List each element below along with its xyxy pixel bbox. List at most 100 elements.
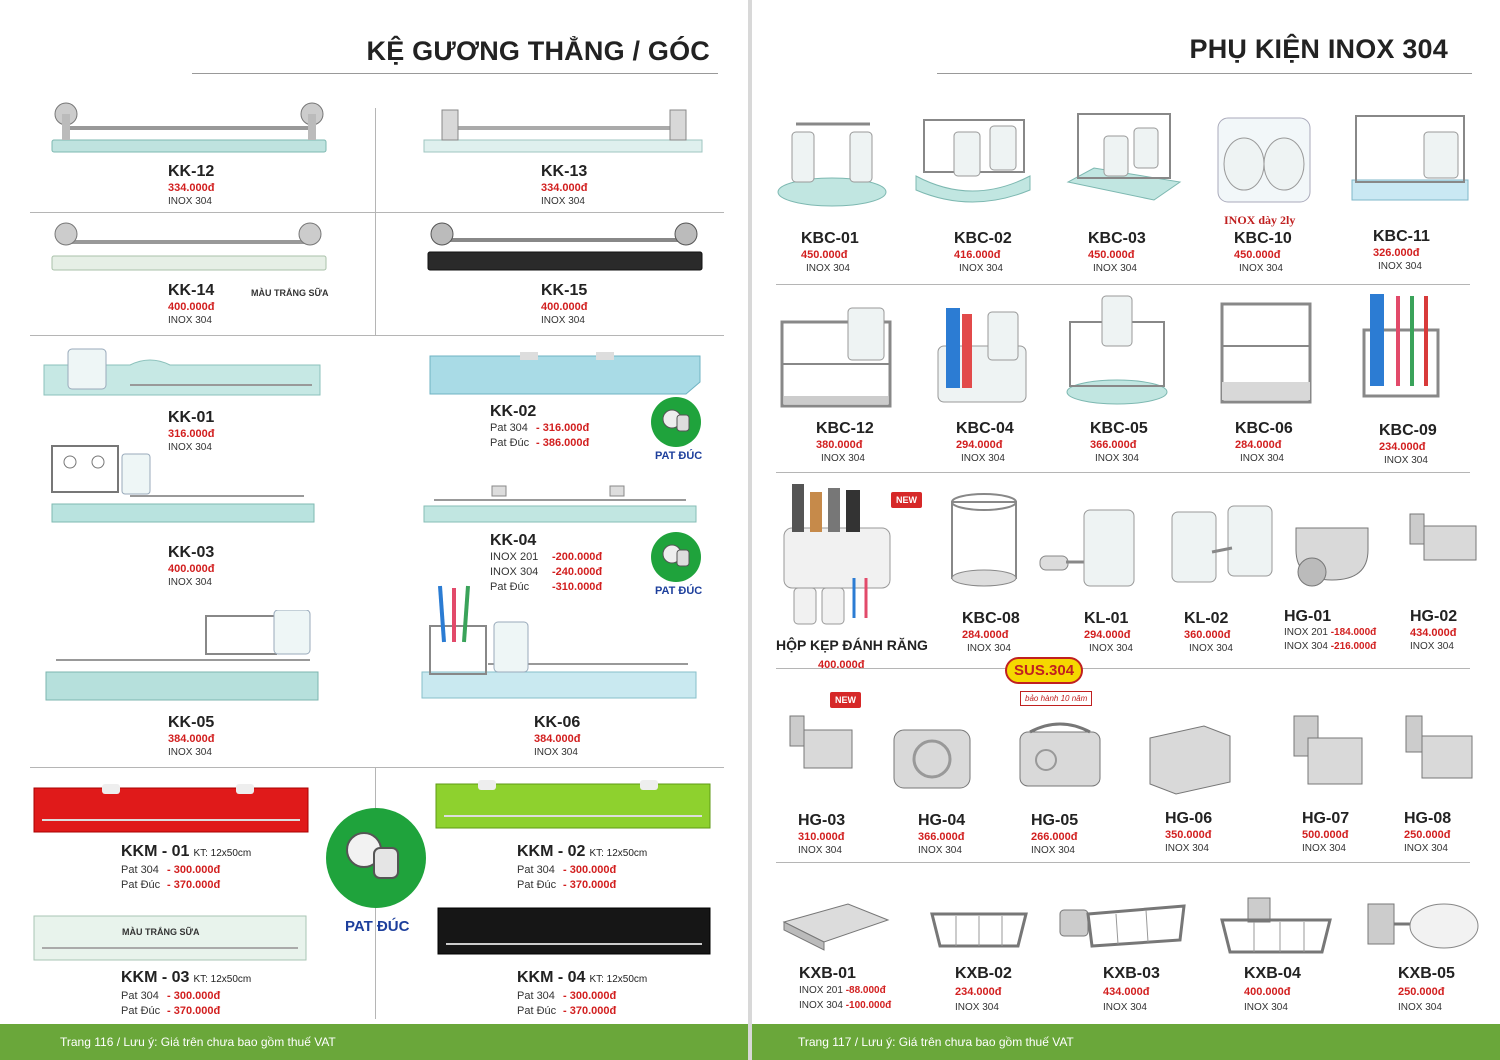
footer-text: Trang 117 / Lưu ý: Giá trên chưa bao gồm…	[798, 1035, 1074, 1049]
product-hg-03: HG-03 310.000đ INOX 304	[798, 812, 846, 856]
product-kk-05: KK-05 384.000đ INOX 304	[168, 714, 215, 758]
toothbrush-holder-image	[1362, 294, 1440, 398]
glass-shelf-holder-image	[45, 610, 319, 701]
title-underline	[192, 73, 718, 74]
grid-divider	[776, 284, 1470, 285]
product-kbc-06: KBC-06 284.000đ INOX 304	[1235, 420, 1293, 464]
product-hg-08: HG-08 250.000đ INOX 304	[1404, 810, 1452, 854]
toilet-paper-holder-image	[1405, 715, 1473, 779]
glass-shelf-holder-image	[51, 445, 315, 523]
pat-duc-badge	[651, 532, 701, 582]
toothbrush-holder-image	[1066, 295, 1168, 405]
product-kxb-05: KXB-05 250.000đ INOX 304	[1398, 965, 1455, 1013]
bracket-icon	[346, 832, 399, 879]
grid-divider	[776, 668, 1470, 669]
grid-divider	[375, 108, 376, 335]
product-kk-13: KK-13 334.000đ INOX 304	[541, 163, 588, 207]
toothbrush-holder-image	[951, 493, 1017, 587]
product-kbc-12: KBC-12 380.000đ INOX 304	[816, 420, 874, 464]
bracket-icon	[662, 544, 690, 567]
product-kl-02: KL-02 360.000đ INOX 304	[1184, 610, 1233, 654]
new-tag: NEW	[830, 692, 861, 708]
toothbrush-dispenser-image	[783, 484, 891, 625]
title-underline	[937, 73, 1472, 74]
product-kbc-05: KBC-05 366.000đ INOX 304	[1090, 420, 1148, 464]
pat-duc-label: PAT ĐÚC	[655, 450, 703, 462]
soap-basket-image	[1220, 897, 1332, 954]
page-spine	[748, 0, 752, 1060]
product-kbc-10: KBC-10 450.000đ INOX 304	[1234, 230, 1292, 274]
toilet-paper-holder-image	[789, 715, 853, 769]
color-note: MÀU TRẮNG SỮA	[251, 288, 329, 298]
glass-shelf-image	[51, 222, 327, 271]
product-kk-12: KK-12 334.000đ INOX 304	[168, 163, 215, 207]
product-kk-15: KK-15 400.000đ INOX 304	[541, 282, 588, 326]
soap-basket-image	[930, 912, 1028, 948]
soap-dish-image	[1367, 903, 1479, 949]
black-glass-shelf-image	[427, 222, 703, 271]
glass-shelf-image	[423, 109, 703, 153]
product-hg-05: HG-05 266.000đ INOX 304	[1031, 812, 1079, 856]
product-hg-07: HG-07 500.000đ INOX 304	[1302, 810, 1350, 854]
soap-dish-image	[782, 903, 890, 951]
cup-holder-image	[1351, 115, 1469, 201]
glass-shelf-image	[429, 352, 701, 395]
product-hg-06: HG-06 350.000đ INOX 304	[1165, 810, 1213, 854]
sus-304-badge: SUS.304	[1005, 657, 1084, 684]
product-hg-01: HG-01 INOX 201 -184.000đ INOX 304 -216.0…	[1284, 608, 1377, 652]
grid-divider	[30, 767, 724, 768]
bracket-icon	[662, 409, 690, 432]
toilet-paper-holder-image	[1019, 722, 1101, 787]
product-kk-01: KK-01 316.000đ INOX 304	[168, 409, 215, 453]
soap-basket-image	[1059, 904, 1186, 948]
product-kk-03: KK-03 400.000đ INOX 304	[168, 544, 215, 588]
pat-duc-badge-large	[326, 808, 426, 908]
cup-holder-image	[1171, 505, 1273, 583]
catalog-page-117: PHỤ KIỆN INOX 304 INOX dày 2ly KBC-01 45…	[752, 0, 1500, 1060]
toilet-paper-holder-image	[1295, 527, 1369, 587]
grid-divider	[30, 335, 724, 336]
product-kk-02: KK-02 Pat 304- 316.000đ Pat Đúc- 386.000…	[490, 403, 590, 449]
cup-holder-image	[915, 119, 1031, 203]
product-kbc-01: KBC-01 450.000đ INOX 304	[801, 230, 859, 274]
grid-divider	[776, 862, 1470, 863]
page-footer: Trang 116 / Lưu ý: Giá trên chưa bao gồm…	[0, 1024, 748, 1060]
grid-divider	[776, 472, 1470, 473]
warranty-badge: bảo hành 10 năm	[1020, 691, 1093, 706]
product-kl-01: KL-01 294.000đ INOX 304	[1084, 610, 1133, 654]
product-hg-04: HG-04 366.000đ INOX 304	[918, 812, 966, 856]
product-kbc-02: KBC-02 416.000đ INOX 304	[954, 230, 1012, 274]
toothbrush-holder-image	[937, 308, 1027, 403]
green-glass-shelf-image	[435, 780, 711, 829]
thickness-note: INOX dày 2ly	[1224, 213, 1296, 227]
pat-duc-label: PAT ĐÚC	[655, 585, 703, 597]
toothbrush-holder-image	[780, 307, 892, 408]
page-title: PHỤ KIỆN INOX 304	[1189, 34, 1448, 64]
toilet-paper-holder-image	[1293, 715, 1363, 785]
glass-shelf-toothbrush-image	[421, 585, 697, 699]
product-kxb-03: KXB-03 434.000đ INOX 304	[1103, 965, 1160, 1013]
page-title: KỆ GƯƠNG THẲNG / GÓC	[366, 36, 710, 66]
footer-text: Trang 116 / Lưu ý: Giá trên chưa bao gồm…	[60, 1035, 336, 1049]
white-glass-shelf-image	[33, 915, 307, 961]
toilet-paper-holder-image	[1409, 513, 1477, 561]
cup-holder-image	[1217, 117, 1311, 203]
pat-duc-label: PAT ĐÚC	[345, 918, 410, 935]
paper-box-holder-image	[1149, 725, 1231, 795]
glass-shelf-image	[51, 102, 327, 153]
toilet-paper-holder-image	[893, 729, 971, 789]
product-hg-02: HG-02 434.000đ INOX 304	[1410, 608, 1458, 652]
catalog-page-116: KỆ GƯƠNG THẲNG / GÓC KK-12 334.000đ INOX…	[0, 0, 748, 1060]
product-kbc-08: KBC-08 284.000đ INOX 304	[962, 610, 1020, 654]
product-kbc-09: KBC-09 234.000đ INOX 304	[1379, 422, 1437, 466]
product-kxb-02: KXB-02 234.000đ INOX 304	[955, 965, 1012, 1013]
page-footer: Trang 117 / Lưu ý: Giá trên chưa bao gồm…	[752, 1024, 1500, 1060]
product-kbc-04: KBC-04 294.000đ INOX 304	[956, 420, 1014, 464]
black-glass-shelf-image	[437, 907, 711, 955]
grid-divider	[30, 212, 724, 213]
new-tag: NEW	[891, 492, 922, 508]
pat-duc-badge	[651, 397, 701, 447]
